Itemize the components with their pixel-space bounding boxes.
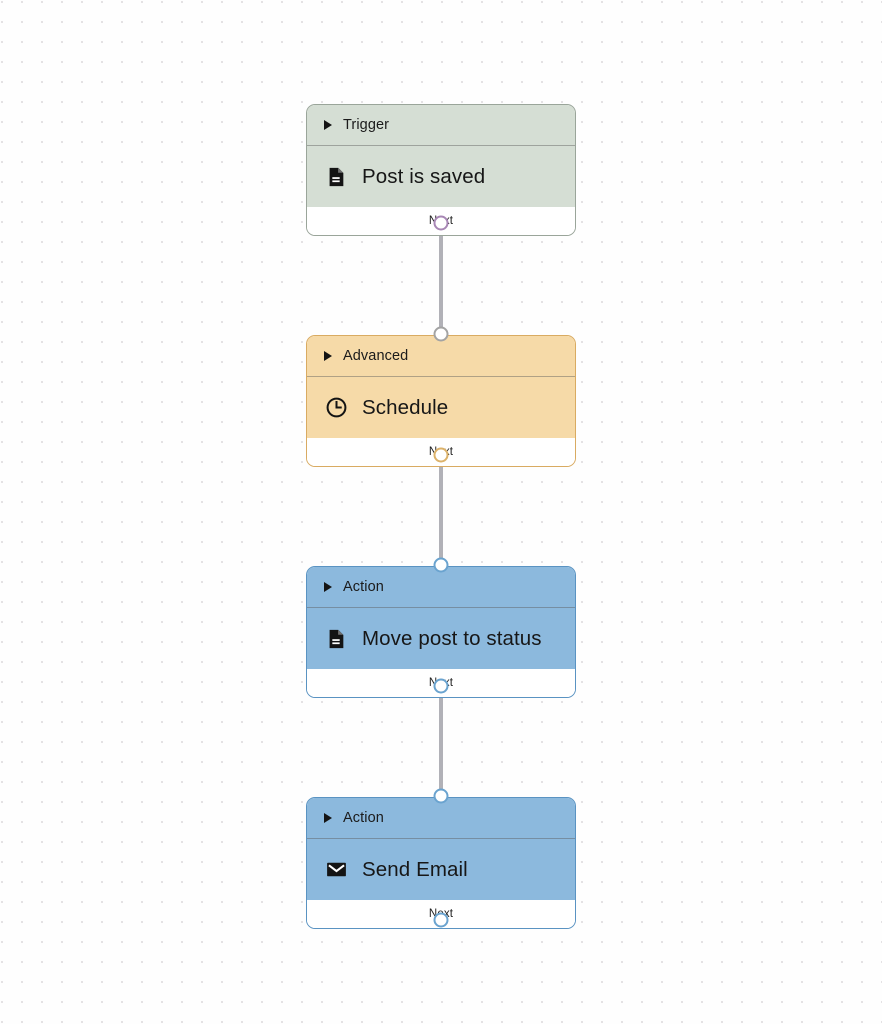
target-handle-advanced[interactable] [433, 326, 449, 342]
node-body-action-move-post[interactable]: Move post to status [307, 607, 575, 669]
target-handle-send-email[interactable] [433, 788, 449, 804]
node-category-label: Trigger [343, 117, 390, 133]
target-handle-move-post-to-status[interactable] [433, 557, 449, 573]
workflow-node-advanced[interactable]: Advanced Schedule Next [306, 335, 576, 467]
chevron-right-icon[interactable] [324, 351, 332, 361]
workflow-node-send-email[interactable]: Action Send Email Next [306, 797, 576, 929]
node-title: Send Email [362, 857, 468, 881]
document-icon [324, 165, 348, 189]
node-body-trigger[interactable]: Post is saved [307, 145, 575, 207]
document-icon [324, 627, 348, 651]
source-handle-send-email[interactable] [433, 912, 449, 928]
source-handle-move-post-to-status[interactable] [433, 678, 449, 694]
node-category-label: Advanced [343, 348, 409, 364]
chevron-right-icon[interactable] [324, 813, 332, 823]
node-header-trigger[interactable]: Trigger [307, 105, 575, 145]
source-handle-trigger[interactable] [433, 215, 449, 231]
envelope-icon [324, 858, 348, 882]
node-title: Post is saved [362, 164, 486, 188]
chevron-right-icon[interactable] [324, 120, 332, 130]
node-title: Schedule [362, 395, 449, 419]
node-body-action-send-email[interactable]: Send Email [307, 838, 575, 900]
node-body-advanced[interactable]: Schedule [307, 376, 575, 438]
clock-icon [324, 396, 348, 420]
node-header-action-send-email[interactable]: Action [307, 798, 575, 838]
node-header-advanced[interactable]: Advanced [307, 336, 575, 376]
node-header-action-move-post[interactable]: Action [307, 567, 575, 607]
node-category-label: Action [343, 810, 384, 826]
node-title: Move post to status [362, 626, 542, 650]
workflow-node-trigger[interactable]: Trigger Post is saved Next [306, 104, 576, 236]
chevron-right-icon[interactable] [324, 582, 332, 592]
source-handle-advanced[interactable] [433, 447, 449, 463]
workflow-node-move-post-to-status[interactable]: Action Move post to status Next [306, 566, 576, 698]
node-category-label: Action [343, 579, 384, 595]
